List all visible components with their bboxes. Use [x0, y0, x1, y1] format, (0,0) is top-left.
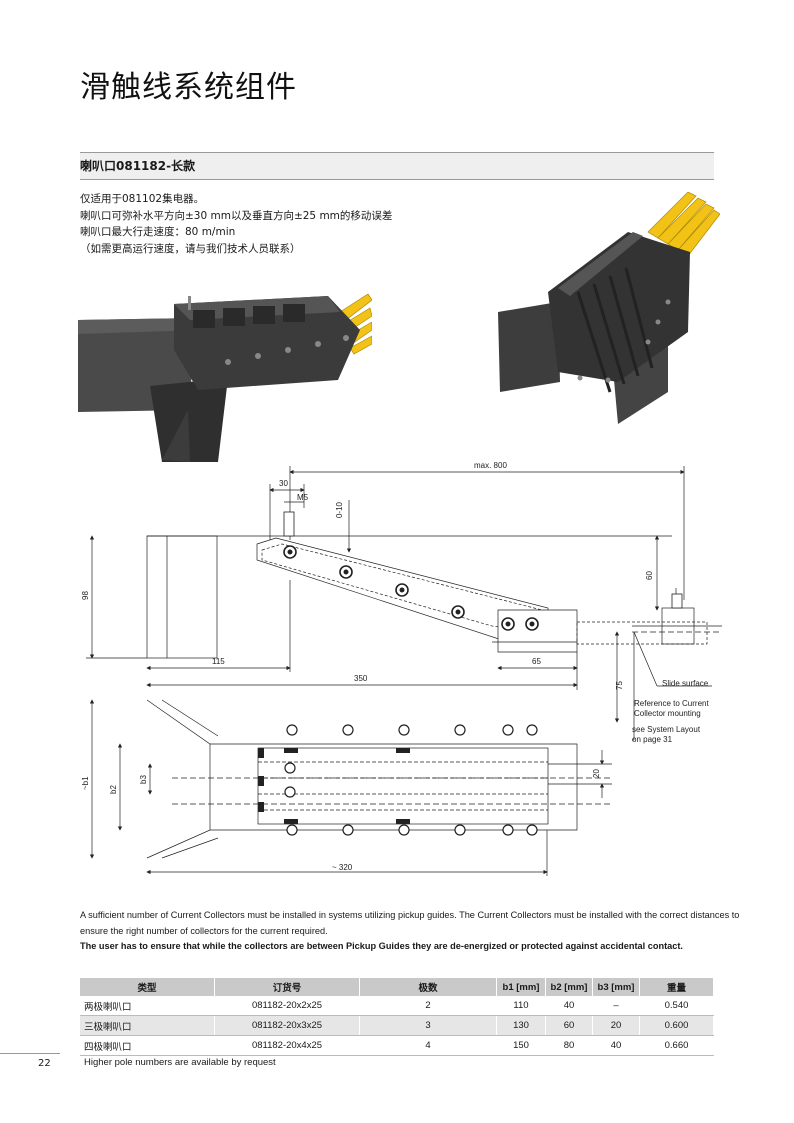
col-b2: b2 [mm] — [545, 978, 593, 996]
dim-60: 60 — [645, 571, 654, 580]
dim-75: 75 — [615, 681, 624, 690]
cell-poles: 3 — [359, 1015, 497, 1036]
page-number-box: 22 — [0, 1053, 60, 1072]
cell-b1: 110 — [496, 996, 546, 1016]
cell-type: 三极喇叭口 — [80, 1015, 215, 1036]
table-row: 三极喇叭口 081182-20x3x25 3 130 60 20 0.600 — [80, 1015, 714, 1036]
col-b1: b1 [mm] — [496, 978, 546, 996]
intro-text: 仅适用于081102集电器。 喇叭口可弥补水平方向±30 mm以及垂直方向±25… — [80, 191, 392, 257]
cell-b3: – — [592, 996, 640, 1016]
cell-b2: 80 — [545, 1035, 593, 1056]
cell-b1: 150 — [496, 1035, 546, 1056]
intro-line: 喇叭口最大行走速度：80 m/min — [80, 226, 236, 238]
table-header-row: 类型 订货号 极数 b1 [mm] b2 [mm] b3 [mm] 重量 — [80, 978, 714, 996]
dim-320: ~ 320 — [332, 863, 353, 872]
dim-65: 65 — [532, 657, 541, 666]
cell-order-no: 081182-20x4x25 — [214, 1035, 360, 1056]
table-row: 两极喇叭口 081182-20x2x25 2 110 40 – 0.540 — [80, 996, 714, 1016]
intro-line: 仅适用于081102集电器。 — [80, 193, 205, 205]
note-line: A sufficient number of Current Collector… — [80, 910, 740, 920]
cell-poles: 4 — [359, 1035, 497, 1056]
cell-b2: 60 — [545, 1015, 593, 1036]
label-system-layout-1: see System Layout — [632, 725, 701, 734]
pickup-guide-photo-horizontal — [78, 290, 372, 462]
page-number: 22 — [38, 1058, 51, 1069]
dim-350: 350 — [354, 674, 368, 683]
intro-line: （如需更高运行速度，请与我们技术人员联系） — [80, 242, 301, 255]
dim-m5: M5 — [297, 493, 309, 502]
footnote: Higher pole numbers are available by req… — [84, 1057, 276, 1068]
section-heading: 喇叭口081182-长款 — [80, 159, 196, 173]
table-row: 四极喇叭口 081182-20x4x25 4 150 80 40 0.660 — [80, 1035, 714, 1056]
note-line-warning: The user has to ensure that while the co… — [80, 941, 683, 951]
dim-b3: b3 — [139, 775, 148, 784]
col-order-no: 订货号 — [214, 978, 360, 996]
dim-98: 98 — [81, 591, 90, 600]
technical-drawing: max. 800 30 M5 0-10 98 60 115 65 350 75 … — [81, 461, 722, 876]
dim-b2: b2 — [109, 785, 118, 794]
col-poles: 极数 — [359, 978, 497, 996]
col-type: 类型 — [80, 978, 215, 996]
cell-b1: 130 — [496, 1015, 546, 1036]
label-reference-2: Collector mounting — [634, 709, 701, 718]
pickup-guide-photo-angled — [498, 192, 720, 424]
dim-30: 30 — [279, 479, 288, 488]
dim-b1: ~b1 — [81, 776, 90, 790]
cell-b3: 20 — [592, 1015, 640, 1036]
cell-type: 四极喇叭口 — [80, 1035, 215, 1056]
dim-0-10: 0-10 — [335, 501, 344, 518]
dim-115: 115 — [212, 657, 225, 666]
cell-weight: 0.540 — [639, 996, 714, 1016]
label-slide-surface: Slide surface — [662, 679, 709, 688]
page-title: 滑触线系统组件 — [80, 70, 297, 105]
cell-weight: 0.660 — [639, 1035, 714, 1056]
section-header: 喇叭口081182-长款 — [80, 152, 714, 180]
dim-max800: max. 800 — [474, 461, 507, 470]
cell-order-no: 081182-20x3x25 — [214, 1015, 360, 1036]
col-b3: b3 [mm] — [592, 978, 640, 996]
label-reference-1: Reference to Current — [634, 699, 709, 708]
intro-line: 喇叭口可弥补水平方向±30 mm以及垂直方向±25 mm的移动误差 — [80, 209, 393, 222]
dim-20: 20 — [592, 769, 601, 778]
note-line: ensure the right number of collectors fo… — [80, 925, 328, 936]
installation-notes: A sufficient number of Current Collector… — [80, 908, 740, 955]
cell-weight: 0.600 — [639, 1015, 714, 1036]
cell-poles: 2 — [359, 996, 497, 1016]
spec-table: 类型 订货号 极数 b1 [mm] b2 [mm] b3 [mm] 重量 两极喇… — [80, 978, 714, 1056]
cell-order-no: 081182-20x2x25 — [214, 996, 360, 1016]
cell-b3: 40 — [592, 1035, 640, 1056]
cell-type: 两极喇叭口 — [80, 996, 215, 1016]
cell-b2: 40 — [545, 996, 593, 1016]
label-system-layout-2: on page 31 — [632, 735, 673, 744]
col-weight: 重量 — [639, 978, 714, 996]
